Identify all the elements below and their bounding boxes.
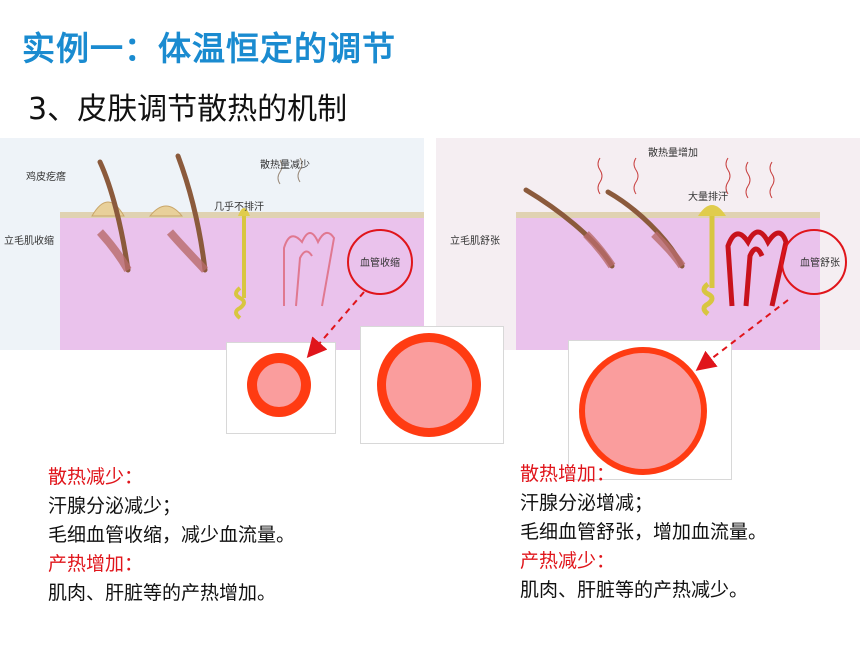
label-goosebumps: 鸡皮疙瘩 (26, 170, 66, 183)
label-sweat: 大量排汗 (688, 190, 728, 203)
vessel-constricted-box (226, 342, 336, 434)
vessel-dilated-lumen (585, 353, 701, 469)
notes-right-heading-1: 散热增加： (520, 463, 616, 485)
slide-title: 实例一：体温恒定的调节 (22, 29, 396, 68)
skin-diagram-cold: 鸡皮疙瘩 散热量减少 几乎不排汗 立毛肌收缩 血管收缩 (0, 138, 424, 350)
vessel-dilated-box (568, 340, 732, 480)
vessel-normal-lumen (386, 342, 472, 428)
vessel-constricted-lumen (257, 363, 301, 407)
vessel-normal-box (360, 326, 504, 444)
label-heat-loss-cold: 散热量减少 (260, 158, 310, 171)
notes-left-line-1: 汗腺分泌减少； (48, 495, 182, 517)
notes-left-line-2: 毛细血管收缩，减少血流量。 (48, 524, 296, 546)
notes-left-heading-1: 散热减少： (48, 466, 144, 488)
notes-left-line-3: 肌肉、肝脏等的产热增加。 (48, 582, 277, 604)
label-no-sweat: 几乎不排汗 (214, 200, 264, 213)
notes-left-heading-2: 产热增加： (48, 553, 144, 575)
label-muscle-relax: 立毛肌舒张 (450, 234, 500, 247)
notes-hot: 散热增加： 汗腺分泌增减； 毛细血管舒张，增加血流量。 产热减少： 肌肉、肝脏等… (520, 460, 767, 605)
slide-subtitle: 3、皮肤调节散热的机制 (28, 92, 348, 127)
label-vessel-dilate: 血管舒张 (800, 256, 840, 269)
notes-right-line-2: 毛细血管舒张，增加血流量。 (520, 521, 768, 543)
highlight-circle-right (781, 229, 847, 295)
skin-diagram-hot: 散热量增加 大量排汗 立毛肌舒张 血管舒张 (436, 138, 860, 350)
notes-right-line-1: 汗腺分泌增减； (520, 492, 654, 514)
highlight-circle-left (347, 229, 413, 295)
label-heat-loss-hot: 散热量增加 (648, 146, 698, 159)
label-vessel-constrict: 血管收缩 (360, 256, 400, 269)
notes-cold: 散热减少： 汗腺分泌减少； 毛细血管收缩，减少血流量。 产热增加： 肌肉、肝脏等… (48, 463, 295, 608)
notes-right-heading-2: 产热减少： (520, 550, 616, 572)
notes-right-line-3: 肌肉、肝脏等的产热减少。 (520, 579, 749, 601)
label-muscle-contract: 立毛肌收缩 (4, 234, 54, 247)
